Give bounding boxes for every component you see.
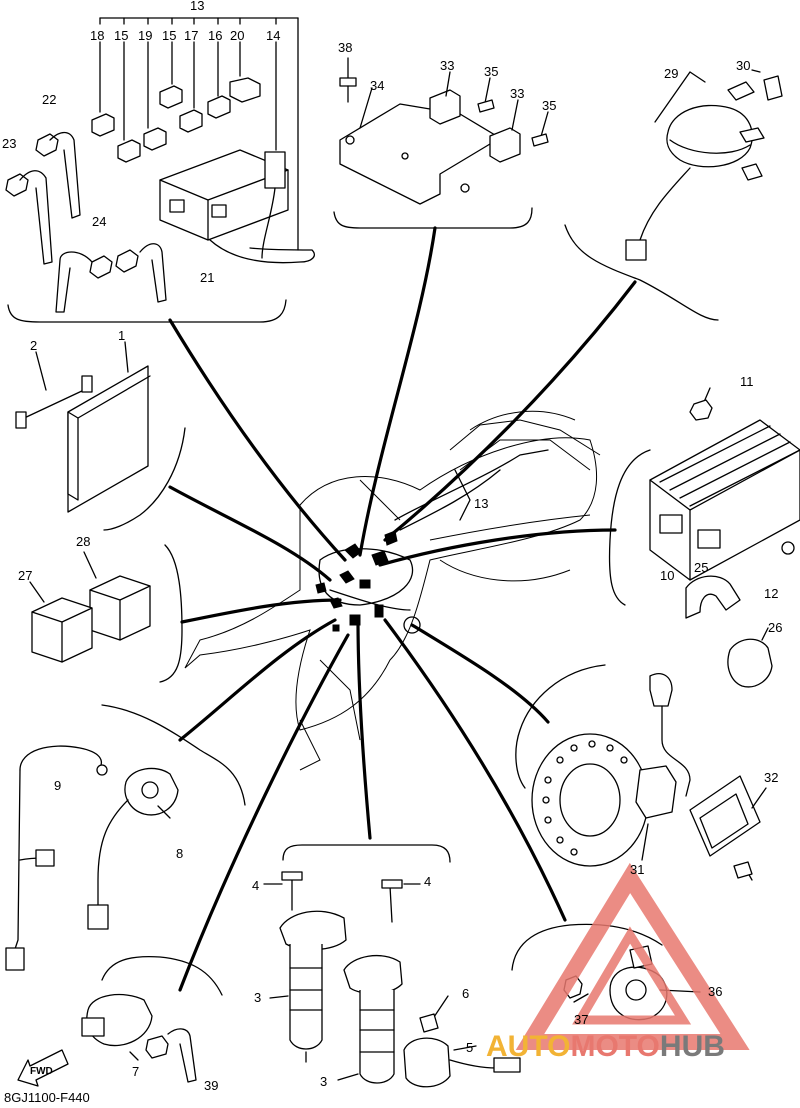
callout-9: 9 — [54, 778, 61, 793]
callout-23: 23 — [2, 136, 16, 151]
fwd-label: FWD — [30, 1066, 53, 1077]
sensor-cable-group — [5, 745, 179, 971]
callout-4: 4 — [252, 878, 259, 893]
callout-36: 36 — [708, 984, 722, 999]
motorcycle-frame-drawing — [184, 410, 601, 771]
callout-27: 27 — [18, 568, 32, 583]
leader-lines — [168, 226, 637, 992]
callout-28: 28 — [76, 534, 90, 549]
callout-33b: 33 — [510, 86, 524, 101]
relay-group — [29, 551, 151, 663]
callout-22: 22 — [42, 92, 56, 107]
callout-15: 15 — [114, 28, 128, 43]
callout-3b: 3 — [320, 1074, 327, 1089]
callout-20: 20 — [230, 28, 244, 43]
pickup-coil-group — [531, 673, 767, 881]
callout-37: 37 — [574, 1012, 588, 1027]
main-switch-group — [625, 69, 783, 261]
callout-8: 8 — [176, 846, 183, 861]
ecu-group — [15, 341, 151, 513]
callout-numbers: 13 18 15 19 15 17 16 20 14 22 23 24 21 3… — [2, 0, 782, 1093]
callout-6: 6 — [462, 986, 469, 1001]
fwd-arrow-icon: FWD — [17, 1049, 69, 1087]
callout-15b: 15 — [162, 28, 176, 43]
callout-5: 5 — [466, 1040, 473, 1055]
callout-10: 10 — [660, 568, 674, 583]
callout-21: 21 — [200, 270, 214, 285]
callout-13: 13 — [474, 496, 488, 511]
callout-31: 31 — [630, 862, 644, 877]
callout-32: 32 — [764, 770, 778, 785]
relay-bracket-group — [339, 57, 549, 205]
watermark-auto: AUTO — [486, 1030, 570, 1063]
callout-14: 14 — [266, 28, 280, 43]
callout-24: 24 — [92, 214, 106, 229]
automotohub-watermark: AUTOMOTOHUB — [486, 862, 750, 1063]
callout-18: 18 — [90, 28, 104, 43]
watermark-moto: MOTO — [570, 1030, 659, 1063]
diagram-code: 8GJ1100-F440 — [4, 1090, 90, 1105]
crank-sensor-group — [403, 995, 521, 1088]
callout-26: 26 — [768, 620, 782, 635]
watermark-hub: HUB — [660, 1030, 725, 1063]
callout-13-top: 13 — [190, 0, 204, 13]
callout-29: 29 — [664, 66, 678, 81]
callout-7: 7 — [132, 1064, 139, 1079]
callout-12: 12 — [764, 586, 778, 601]
callout-35: 35 — [484, 64, 498, 79]
callout-3: 3 — [254, 990, 261, 1005]
callout-16: 16 — [208, 28, 222, 43]
callout-39: 39 — [204, 1078, 218, 1093]
callout-35b: 35 — [542, 98, 556, 113]
fuse-box-group — [5, 17, 315, 313]
callout-4b: 4 — [424, 874, 431, 889]
rectifier-regulator-group — [649, 387, 800, 688]
callout-38: 38 — [338, 40, 352, 55]
callout-19: 19 — [138, 28, 152, 43]
callout-33: 33 — [440, 58, 454, 73]
ignition-coil-group — [263, 871, 421, 1084]
callout-11: 11 — [740, 374, 754, 389]
callout-1: 1 — [118, 328, 125, 343]
callout-34: 34 — [370, 78, 384, 93]
group-brackets — [7, 207, 719, 996]
callout-2: 2 — [30, 338, 37, 353]
svg-text:AUTOMOTOHUB: AUTOMOTOHUB — [486, 1030, 725, 1063]
callout-25: 25 — [694, 560, 708, 575]
callout-17: 17 — [184, 28, 198, 43]
callout-30: 30 — [736, 58, 750, 73]
